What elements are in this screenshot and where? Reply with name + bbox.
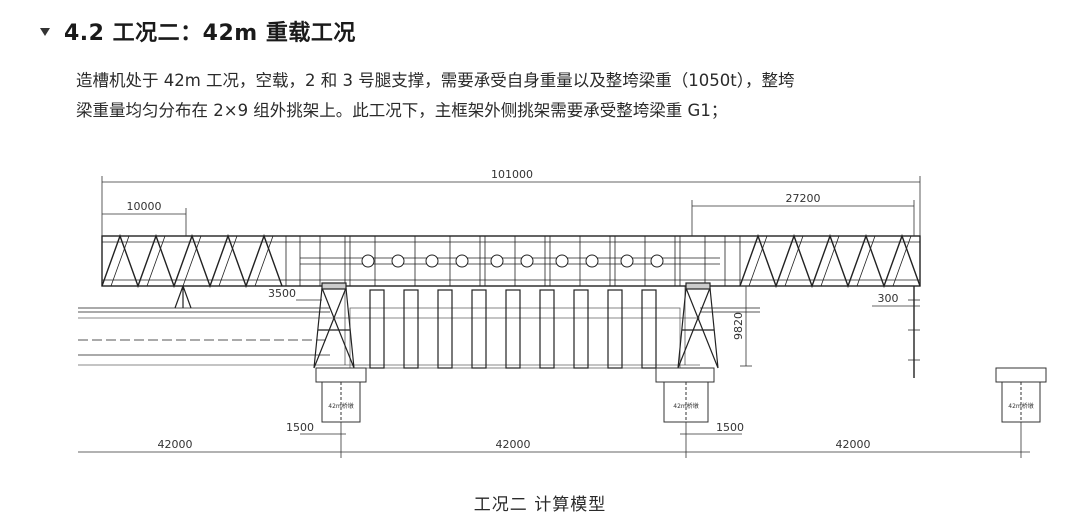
- truss-circles: [361, 254, 664, 268]
- dim-height: 9820: [732, 312, 745, 340]
- collapse-triangle-icon[interactable]: [40, 28, 50, 36]
- pier-middle: [655, 367, 715, 423]
- paragraph-line: 造槽机处于 42m 工况，空载，2 和 3 号腿支撑，需要承受自身重量以及整垮梁…: [76, 71, 795, 90]
- rear-leg: [174, 285, 192, 309]
- paragraph-line: 梁重量均匀分布在 2×9 组外挑架上。此工况下，主框架外侧挑架需要承受整垮梁重 …: [76, 101, 728, 120]
- hanging-frames: [344, 286, 686, 369]
- calculation-model-figure: 42m桥墩 42m桥墩 42m桥墩 101000 10000 27200 350…: [0, 160, 1080, 480]
- section-heading[interactable]: 4.2 工况二：42m 重载工况: [40, 14, 356, 48]
- dim-offset-left: 1500: [286, 421, 314, 434]
- figure-caption: 工况二 计算模型: [473, 495, 607, 515]
- section-title: 4.2 工况二：42m 重载工况: [64, 21, 356, 46]
- engineering-drawing: 42m桥墩 42m桥墩 42m桥墩 101000 10000 27200 350…: [78, 168, 1047, 458]
- dim-span-3: 42000: [836, 438, 871, 451]
- deck-lines: [78, 307, 760, 366]
- dim-span-2: 42000: [496, 438, 531, 451]
- dim-right-tip: 300: [878, 292, 899, 305]
- dim-left-overhang: 10000: [127, 200, 162, 213]
- pier-label: 42m桥墩: [1008, 402, 1033, 410]
- dim-offset-right: 1500: [716, 421, 744, 434]
- pier-label: 42m桥墩: [328, 402, 353, 410]
- dim-overall: 101000: [491, 168, 533, 181]
- main-truss: [101, 233, 921, 289]
- support-leg-right: [677, 282, 719, 369]
- section-paragraph: 造槽机处于 42m 工况，空载，2 和 3 号腿支撑，需要承受自身重量以及整垮梁…: [76, 66, 1066, 126]
- dimension-lines: [78, 176, 1030, 458]
- pier-right: [995, 367, 1047, 423]
- front-hanging-leg: [908, 286, 920, 378]
- pier-left: [315, 367, 367, 423]
- support-leg-left: [313, 282, 355, 369]
- dim-leg-offset: 3500: [268, 287, 296, 300]
- dim-span-1: 42000: [158, 438, 193, 451]
- dim-right-overhang: 27200: [786, 192, 821, 205]
- pier-label: 42m桥墩: [673, 402, 698, 410]
